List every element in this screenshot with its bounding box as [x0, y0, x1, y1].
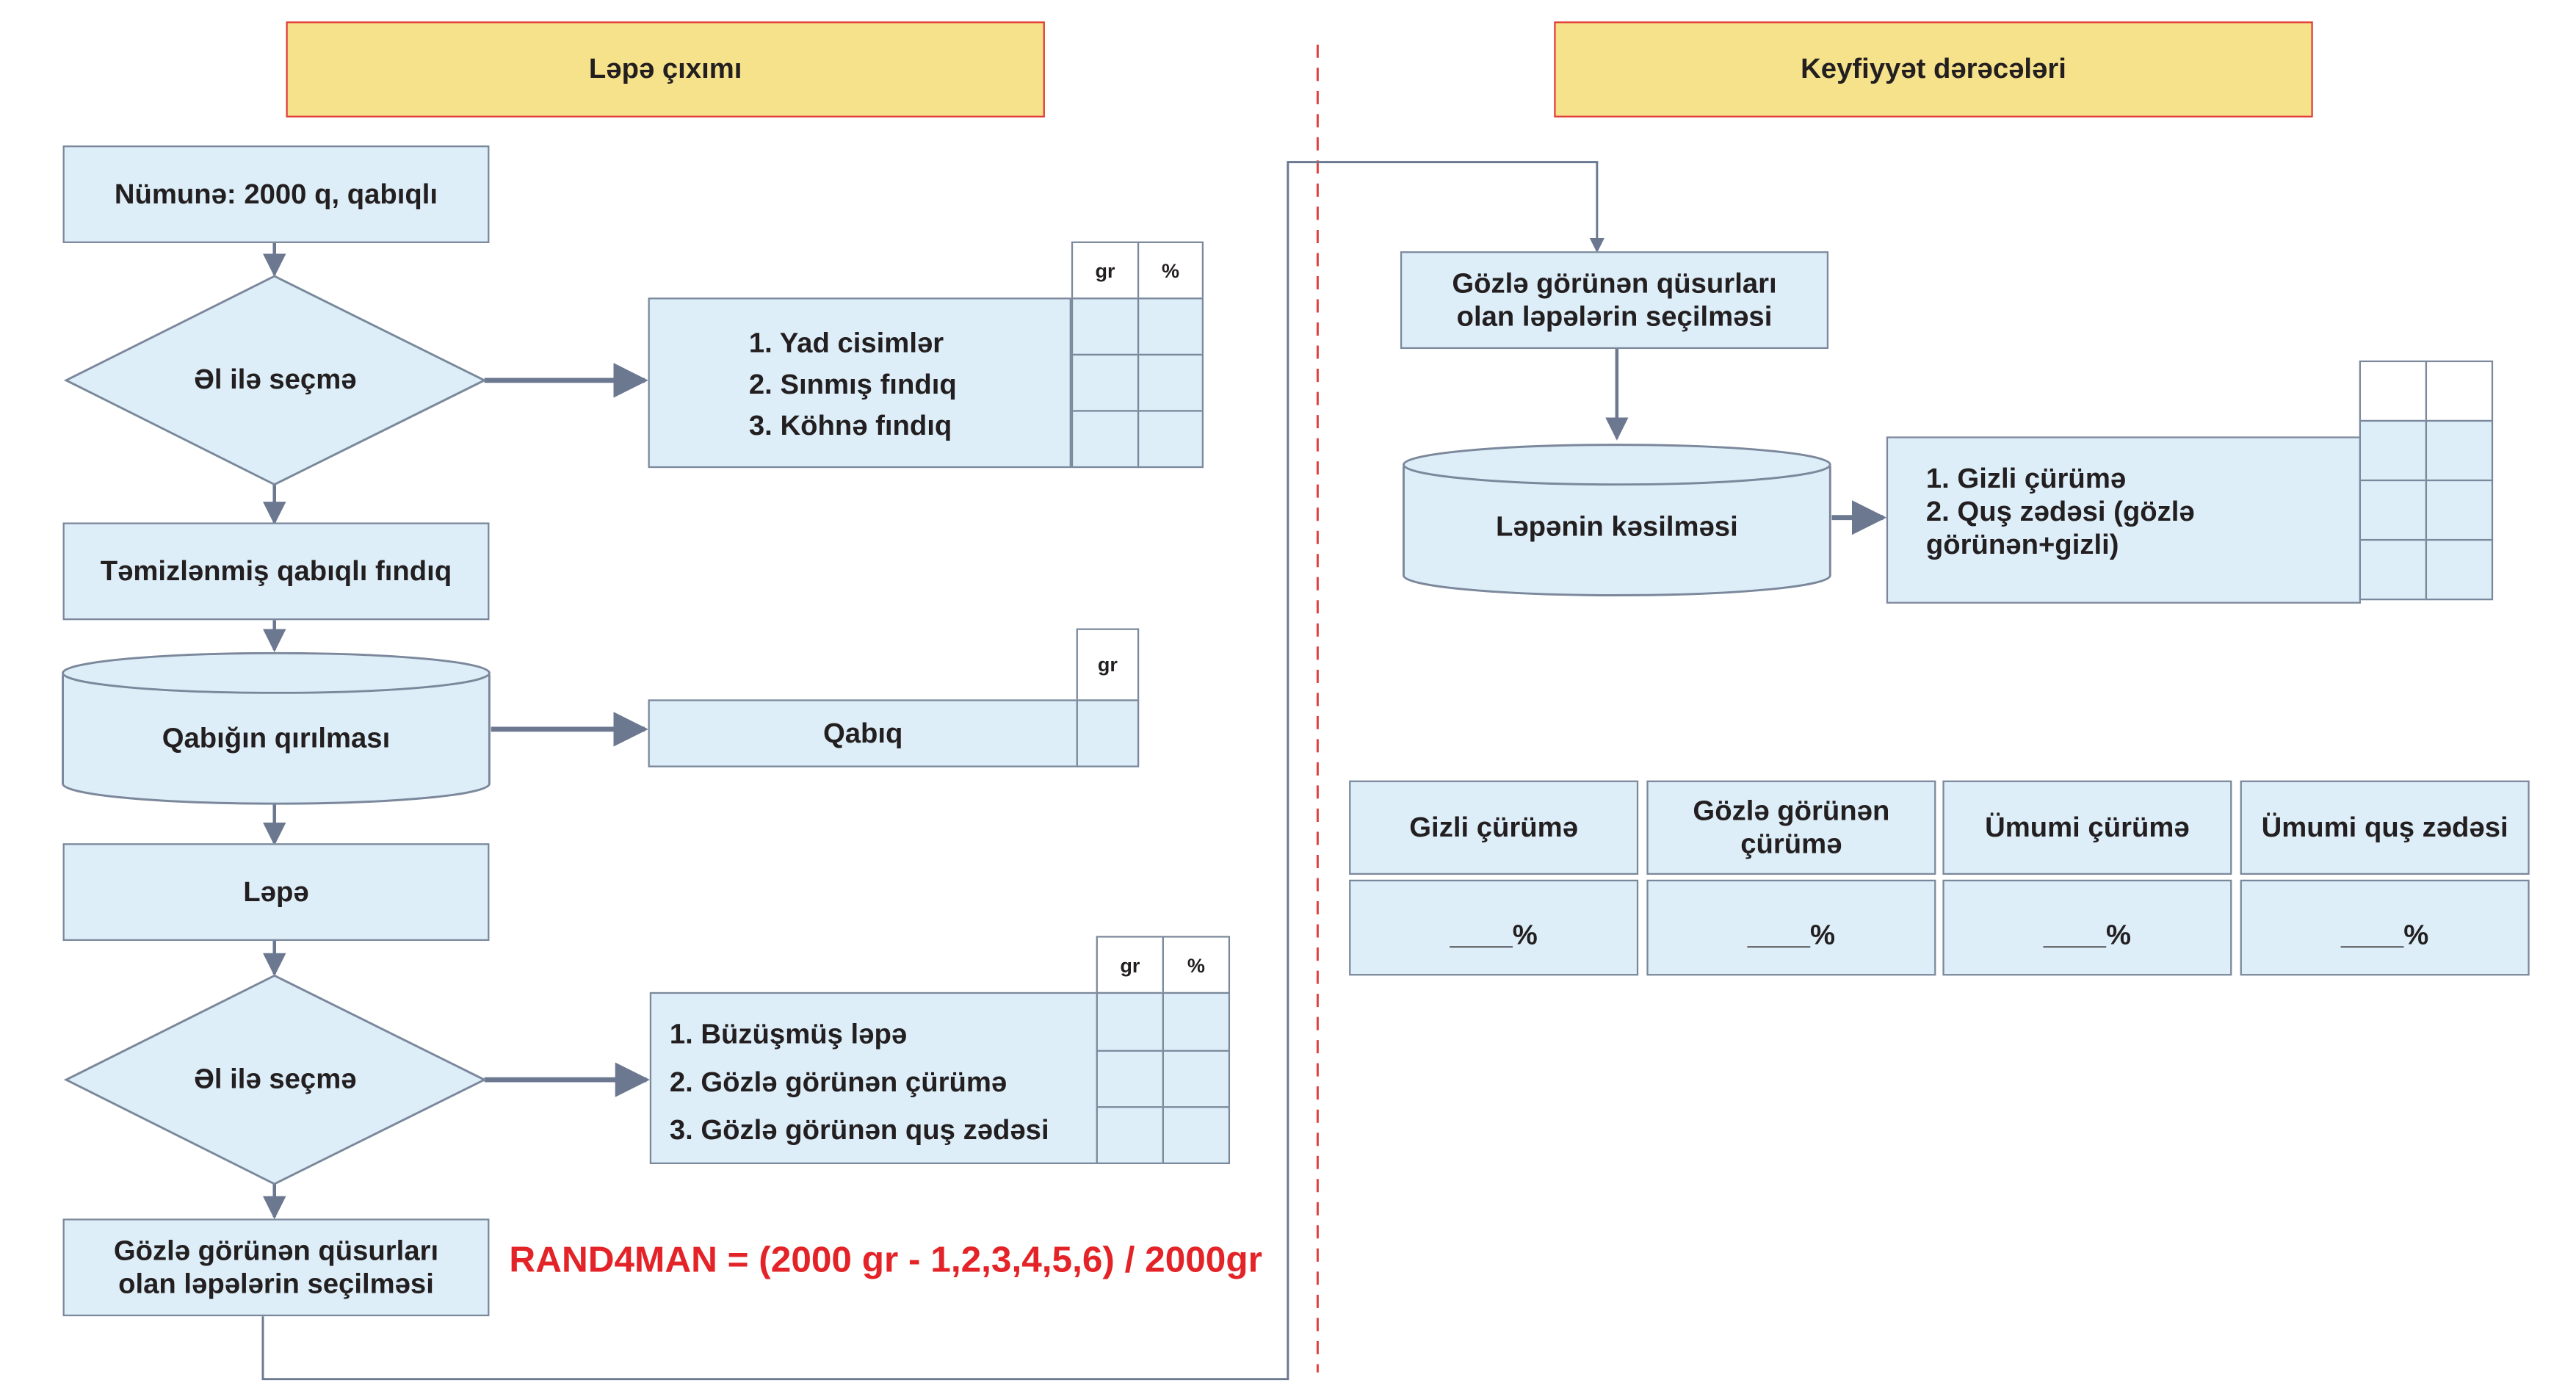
table-cell[interactable]	[2359, 479, 2428, 541]
sort2-results-list: 1. Büzüşmüş ləpə 2. Gözlə görünən çürümə…	[649, 992, 1098, 1164]
list-item: 1. Büzüşmüş ləpə	[669, 1018, 908, 1050]
list-item: 1. Gizli çürümə	[1925, 463, 2127, 495]
table-cell[interactable]	[2425, 538, 2494, 601]
header-lepe-cixmi: Ləpə çıxımı	[286, 21, 1045, 118]
table-cell[interactable]	[1096, 992, 1164, 1052]
sort1-label: Əl ilə seçmə	[194, 364, 357, 396]
table-header-gr: gr	[1076, 628, 1140, 701]
table-header-cell	[2359, 360, 2428, 422]
cylinder-cracking	[62, 651, 491, 805]
sort2-label: Əl ilə seçmə	[194, 1063, 357, 1095]
summary-header-total-rot: Ümumi çürümə	[1942, 780, 2232, 875]
summary-value-total-rot[interactable]: ____%	[1942, 879, 2232, 976]
summary-header-total-bird-damage: Ümumi quş zədəsi	[2240, 780, 2530, 875]
table-cell[interactable]	[1137, 353, 1204, 412]
table-header-pct: %	[1162, 936, 1231, 994]
table-cell[interactable]	[1071, 353, 1140, 412]
table-cell[interactable]	[1076, 699, 1140, 768]
decision-sort2	[63, 974, 487, 1185]
sort1-results-list: 1. Yad cisimlər 2. Sınmış fındıq 3. Köhn…	[648, 297, 1071, 469]
cut-results-list: 1. Gizli çürümə 2. Quş zədəsi (gözlə gör…	[1886, 436, 2361, 604]
cracking-label: Qabığın qırılması	[162, 722, 391, 754]
list-item: 2. Gözlə görünən çürümə	[669, 1066, 1007, 1098]
list-item: 1. Yad cisimlər	[748, 327, 944, 359]
list-item: 3. Gözlə görünən quş zədəsi	[669, 1114, 1049, 1146]
table-header-gr: gr	[1096, 936, 1164, 994]
connector-left-to-right	[261, 161, 1605, 1381]
box-shell: Qabıq	[648, 699, 1078, 768]
table-cell[interactable]	[1096, 1106, 1164, 1164]
list-item: 3. Köhnə fındıq	[748, 410, 952, 442]
table-cell[interactable]	[1071, 297, 1140, 356]
summary-value-total-bird-damage[interactable]: ____%	[2240, 879, 2530, 976]
summary-value-visible-rot[interactable]: ____%	[1646, 879, 1936, 976]
box-sample: Nümunə: 2000 q, qabıqlı	[62, 145, 490, 243]
cutting-label: Ləpənin kəsilməsi	[1495, 510, 1738, 543]
table-cell[interactable]	[2359, 419, 2428, 482]
table-cell[interactable]	[1162, 992, 1231, 1052]
box-kernel: Ləpə	[62, 843, 490, 942]
table-cell[interactable]	[1096, 1050, 1164, 1108]
header-keyfiyyet-derecleri: Keyfiyyət dərəcələri	[1554, 21, 2313, 118]
table-cell[interactable]	[2359, 538, 2428, 601]
table-cell[interactable]	[2425, 479, 2494, 541]
table-header-pct: %	[1137, 241, 1204, 300]
table-cell[interactable]	[1071, 410, 1140, 469]
summary-header-visible-rot: Gözlə görünən çürümə	[1646, 780, 1936, 875]
box-cleaned: Təmizlənmiş qabıqlı fındıq	[62, 522, 490, 621]
formula-rand4man: RAND4MAN = (2000 gr - 1,2,3,4,5,6) / 200…	[509, 1238, 1262, 1280]
list-item: 2. Sınmış fındıq	[748, 369, 957, 400]
table-cell[interactable]	[2425, 419, 2494, 482]
list-item: 2. Quş zədəsi (gözlə görünən+gizli)	[1925, 496, 2195, 561]
box-visible-defects-right: Gözlə görünən qüsurları olan ləpələrin s…	[1400, 251, 1829, 350]
table-cell[interactable]	[1162, 1050, 1231, 1108]
decision-sort1	[63, 275, 487, 486]
cylinder-cutting	[1402, 444, 1831, 596]
summary-value-hidden-rot[interactable]: ____%	[1349, 879, 1639, 976]
table-cell[interactable]	[1162, 1106, 1231, 1164]
table-header-cell	[2425, 360, 2494, 422]
table-cell[interactable]	[1137, 410, 1204, 469]
table-cell[interactable]	[1137, 297, 1204, 356]
box-visible-defects-left: Gözlə görünən qüsurları olan ləpələrin s…	[62, 1218, 490, 1317]
summary-header-hidden-rot: Gizli çürümə	[1349, 780, 1639, 875]
table-header-gr: gr	[1071, 241, 1140, 300]
